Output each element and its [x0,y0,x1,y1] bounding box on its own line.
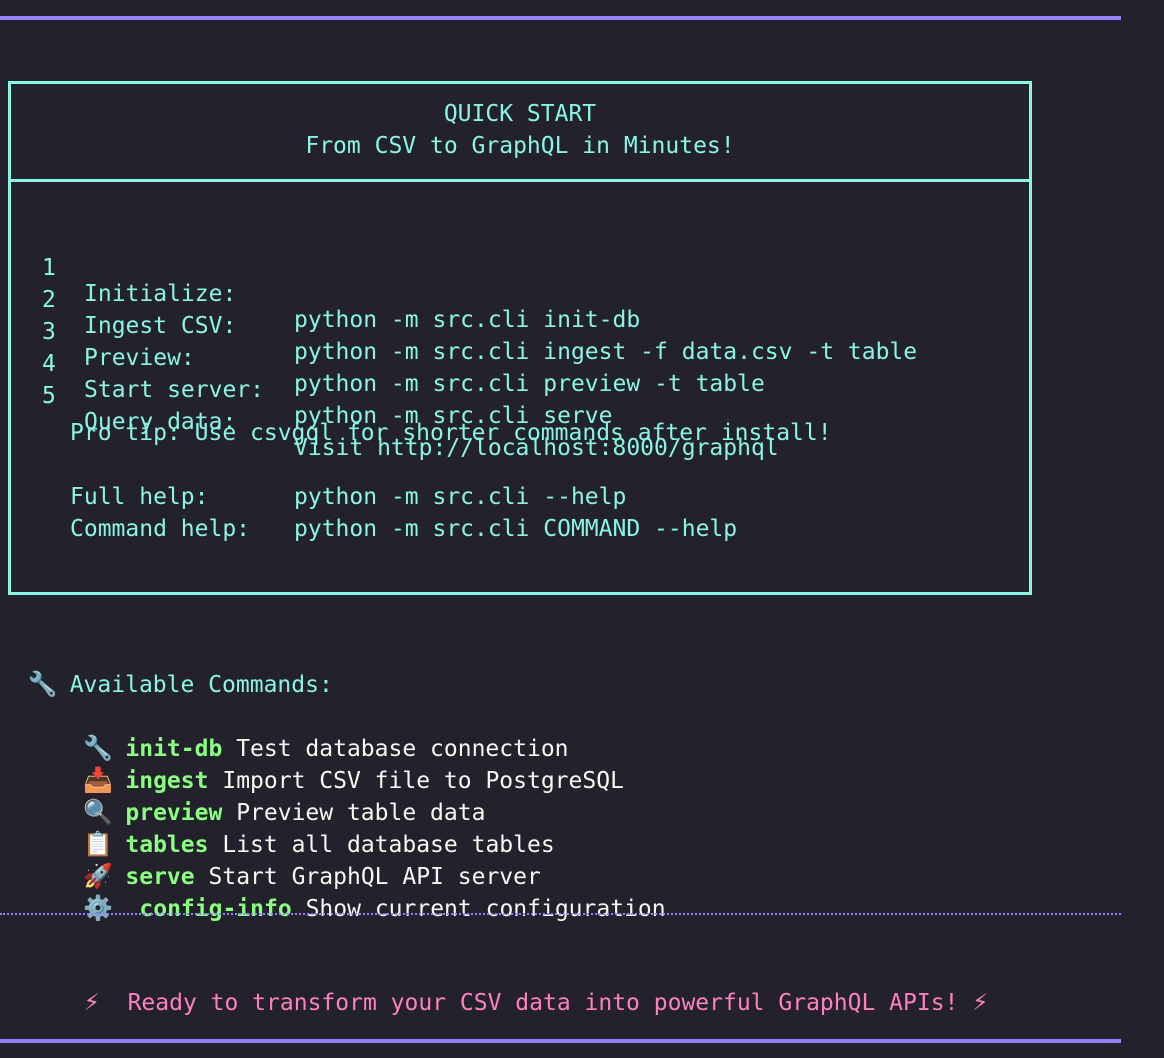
pro-tip: Pro tip: Use csvgql for shorter commands… [70,420,832,446]
step-label: Query data: [84,409,237,435]
step-label: Start server: [84,377,265,403]
command-name: config-info [139,896,292,922]
command-description: Preview table data [236,800,486,826]
command-description: Start GraphQL API server [208,864,541,890]
step-label: Initialize: [84,281,237,307]
step-row: 2 Ingest CSV: python -m src.cli ingest -… [42,261,917,365]
full-help-command: python -m src.cli --help [294,484,627,510]
wrench-icon: 🔧 [27,670,58,698]
command-description: List all database tables [222,832,555,858]
step-command: python -m src.cli init-db [294,307,641,333]
command-item: 🔧 init-db Test database connection [28,708,568,762]
step-row: 4 Start server: python -m src.cli serve [42,325,613,429]
command-item: 📥 ingest Import CSV file to PostgreSQL [28,740,624,794]
panel-title: QUICK START [443,101,597,127]
magnifier-icon: 🔍 [83,798,114,826]
top-rule [0,16,1121,20]
command-item: 📋 tables List all database tables [28,804,554,858]
bottom-rule [0,1039,1121,1043]
command-item: 🔍 preview Preview table data [28,772,485,826]
lightning-icon: ⚡ [83,990,100,1016]
full-help-label: Full help: [70,484,209,510]
step-command: python -m src.cli preview -t table [294,371,765,397]
command-name: preview [125,800,223,826]
step-number: 1 [42,255,56,281]
available-commands-title: Available Commands: [69,672,333,698]
inbox-tray-icon: 📥 [83,766,114,794]
command-description: Import CSV file to PostgreSQL [222,768,624,794]
command-description: Test database connection [236,736,569,762]
command-item: 🚀 serve Start GraphQL API server [28,836,540,890]
command-name: ingest [125,768,209,794]
panel-subtitle: From CSV to GraphQL in Minutes! [305,133,735,159]
available-commands-heading: 🔧 Available Commands: [0,644,333,698]
step-label: Preview: [84,345,195,371]
command-item: ⚙️ config-info Show current configuration [28,868,665,922]
command-help-label: Command help: [70,516,251,542]
command-description: Show current configuration [305,896,666,922]
wrench-icon: 🔧 [83,734,114,762]
quick-start-panel: QUICK START From CSV to GraphQL in Minut… [8,81,1032,595]
step-number: 4 [42,351,56,377]
lightning-icon: ⚡ [972,990,989,1016]
clipboard-icon: 📋 [83,830,114,858]
footer-message: Ready to transform your CSV data into po… [127,990,959,1016]
step-command: python -m src.cli serve [294,403,613,429]
step-number: 5 [42,383,56,409]
step-number: 3 [42,319,56,345]
gear-icon: ⚙️ [83,894,114,922]
panel-header: QUICK START From CSV to GraphQL in Minut… [11,84,1029,182]
step-number: 2 [42,287,56,313]
section-divider [0,913,1121,915]
step-command: python -m src.cli ingest -f data.csv -t … [294,339,918,365]
footer-banner: ⚡ Ready to transform your CSV data into … [56,964,989,1016]
step-row: 1 Initialize: python -m src.cli init-db [42,229,640,333]
step-command: Visit http://localhost:8000/graphql [294,435,779,461]
step-row: 5 Query data: Visit http://localhost:800… [42,357,779,461]
step-label: Ingest CSV: [84,313,237,339]
command-name: serve [125,864,195,890]
rocket-icon: 🚀 [83,862,114,890]
command-help-command: python -m src.cli COMMAND --help [294,516,738,542]
command-name: init-db [125,736,223,762]
step-row: 3 Preview: python -m src.cli preview -t … [42,293,765,397]
command-name: tables [125,832,209,858]
